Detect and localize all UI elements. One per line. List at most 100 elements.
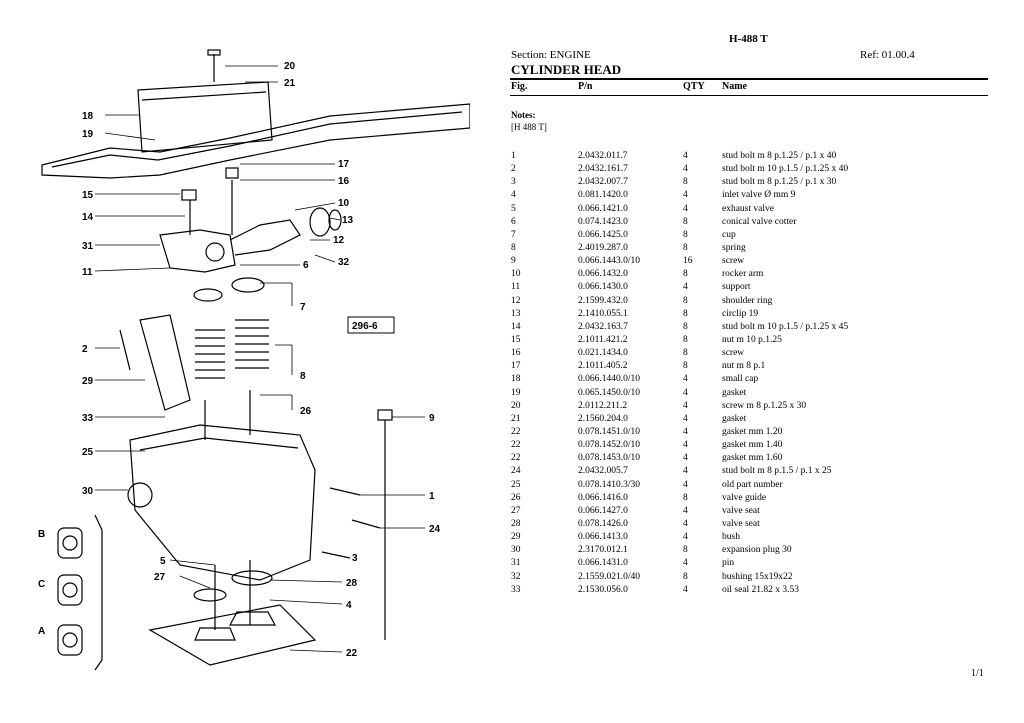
callout-20: 20 xyxy=(284,61,296,72)
part-number-cell: 0.078.1426.0 xyxy=(578,518,628,529)
part-fig-cell: 6 xyxy=(511,216,516,227)
callout-32: 32 xyxy=(338,257,350,268)
part-qty-cell: 8 xyxy=(683,177,688,188)
part-name-cell: exhaust valve xyxy=(722,203,774,214)
part-fig-cell: 29 xyxy=(511,532,521,543)
callout-3: 3 xyxy=(352,553,358,564)
part-number-cell: 0.021.1434.0 xyxy=(578,348,628,359)
part-name-cell: gasket mm 1.40 xyxy=(722,440,783,451)
part-qty-cell: 4 xyxy=(683,479,688,490)
part-qty-cell: 4 xyxy=(683,400,688,411)
callout-12: 12 xyxy=(333,235,345,246)
part-fig-cell: 25 xyxy=(511,479,521,490)
part-qty-cell: 4 xyxy=(683,413,688,424)
part-fig-cell: 24 xyxy=(511,466,521,477)
part-fig-cell: 19 xyxy=(511,387,521,398)
part-fig-cell: 22 xyxy=(511,453,521,464)
part-name-cell: valve seat xyxy=(722,518,760,529)
part-fig-cell: 31 xyxy=(511,558,521,569)
part-name-cell: nut m 10 p.1.25 xyxy=(722,334,782,345)
callout-30: 30 xyxy=(82,486,94,497)
part-qty-cell: 8 xyxy=(683,308,688,319)
callout-11: 11 xyxy=(82,267,93,278)
cylinder-head-shape xyxy=(129,424,316,581)
part-qty-cell: 4 xyxy=(683,505,688,516)
part-name-cell: rocker arm xyxy=(722,269,764,280)
part-number-cell: 2.1011.421.2 xyxy=(578,334,628,345)
part-qty-cell: 4 xyxy=(683,374,688,385)
part-name-cell: gasket xyxy=(722,413,747,424)
callout-29: 29 xyxy=(82,376,94,387)
part-number-cell: 2.1530.056.0 xyxy=(578,584,628,595)
part-qty-cell: 8 xyxy=(683,295,688,306)
part-qty-cell: 8 xyxy=(683,242,688,253)
part-number-cell: 2.1410.055.1 xyxy=(578,308,628,319)
part-fig-cell: 22 xyxy=(511,426,521,437)
callout-21: 21 xyxy=(284,78,296,89)
callout-13: 13 xyxy=(342,215,354,226)
callout-24: 24 xyxy=(429,524,441,535)
part-name-cell: inlet valve Ø mm 9 xyxy=(722,190,796,201)
part-qty-cell: 8 xyxy=(683,492,688,503)
part-number-cell: 2.0432.005.7 xyxy=(578,466,628,477)
callout-26: 26 xyxy=(300,406,312,417)
part-number-cell: 0.066.1416.0 xyxy=(578,492,628,503)
part-name-cell: old part number xyxy=(722,479,783,490)
part-number-cell: 2.0432.161.7 xyxy=(578,164,628,175)
page-title: CYLINDER HEAD xyxy=(511,62,622,77)
part-number-cell: 0.066.1431.0 xyxy=(578,558,628,569)
detail-c-shape xyxy=(57,574,83,606)
part-qty-cell: 4 xyxy=(683,387,688,398)
part-name-cell: spring xyxy=(722,242,746,253)
part-name-cell: cup xyxy=(722,229,736,240)
part-fig-cell: 21 xyxy=(511,413,521,424)
part-fig-cell: 17 xyxy=(511,361,521,372)
part-name-cell: gasket mm 1.20 xyxy=(722,426,783,437)
part-name-cell: stud bolt m 8 p.1.25 / p.1 x 40 xyxy=(722,151,837,161)
part-number-cell: 2.4019.287.0 xyxy=(578,242,628,253)
part-name-cell: shoulder ring xyxy=(722,295,773,306)
part-fig-cell: 27 xyxy=(511,505,521,516)
part-name-cell: bushing 15x19x22 xyxy=(722,571,793,582)
part-qty-cell: 4 xyxy=(683,426,688,437)
part-name-cell: bush xyxy=(722,532,740,543)
exploded-view-diagram: 20 21 18 19 17 16 15 10 13 14 12 31 32 6… xyxy=(30,40,471,680)
part-qty-cell: 4 xyxy=(683,151,688,161)
callout-4: 4 xyxy=(346,600,352,611)
part-fig-cell: 20 xyxy=(511,400,521,411)
part-name-cell: small cap xyxy=(722,374,759,385)
callout-31: 31 xyxy=(82,241,94,252)
part-name-cell: expansion plug 30 xyxy=(722,545,792,556)
part-number-cell: 0.074.1423.0 xyxy=(578,216,628,227)
part-fig-cell: 4 xyxy=(511,190,516,201)
part-fig-cell: 12 xyxy=(511,295,521,306)
reference-number: Ref: 01.00.4 xyxy=(860,49,915,61)
part-fig-cell: 3 xyxy=(511,177,516,188)
callout-a: A xyxy=(38,626,45,637)
part-fig-cell: 14 xyxy=(511,321,521,332)
part-fig-cell: 1 xyxy=(511,151,516,161)
part-name-cell: stud bolt m 8 p.1.5 / p.1 x 25 xyxy=(722,466,832,477)
part-fig-cell: 11 xyxy=(511,282,521,293)
callout-5: 5 xyxy=(160,556,166,567)
callout-2: 2 xyxy=(82,344,88,355)
part-qty-cell: 4 xyxy=(683,518,688,529)
model-title: H-488 T xyxy=(729,33,768,45)
callout-1: 1 xyxy=(429,491,435,502)
part-qty-cell: 8 xyxy=(683,229,688,240)
callout-17: 17 xyxy=(338,159,350,170)
drawing-code: 296-6 xyxy=(352,321,378,332)
part-qty-cell: 4 xyxy=(683,190,688,201)
callout-33: 33 xyxy=(82,413,94,424)
part-fig-cell: 13 xyxy=(511,308,521,319)
column-rule xyxy=(510,95,988,96)
rocker-arm-shape xyxy=(229,219,301,256)
part-qty-cell: 4 xyxy=(683,164,688,175)
part-fig-cell: 2 xyxy=(511,164,516,175)
part-name-cell: circlip 19 xyxy=(722,308,759,319)
cup-shape xyxy=(193,288,223,302)
part-number-cell: 2.1011.405.2 xyxy=(578,361,628,372)
callout-10: 10 xyxy=(338,198,350,209)
part-number-cell: 2.0112.211.2 xyxy=(578,400,628,411)
notes-text: [H 488 T] xyxy=(511,122,547,132)
